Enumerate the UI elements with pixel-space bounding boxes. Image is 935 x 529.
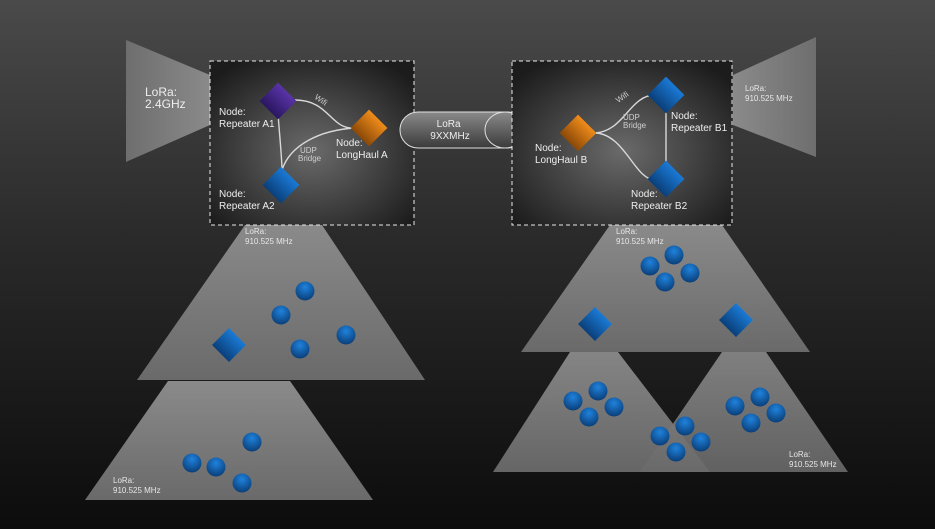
cluster-a-box xyxy=(209,60,415,226)
repeater-a1-node[interactable] xyxy=(259,82,297,120)
udp-bridge-label-a: UDP Bridge xyxy=(298,146,322,163)
repeater-b1-label: Node: Repeater B1 xyxy=(671,111,728,134)
repeater-b2-label: Node: Repeater B2 xyxy=(631,189,688,212)
longhaul-a-label: Node: LongHaul A xyxy=(336,138,388,161)
wifi-udp-link-b1 xyxy=(595,94,656,134)
client-node-icon xyxy=(579,407,599,427)
client-node-icon xyxy=(242,432,262,452)
client-node-icon xyxy=(650,426,670,446)
repeater-b1-node[interactable] xyxy=(647,76,685,114)
lora-backhaul-link: LoRa 9XXMHz xyxy=(399,111,527,149)
client-node-icon xyxy=(741,413,761,433)
cluster-b-box xyxy=(511,60,733,226)
client-node-icon xyxy=(588,381,608,401)
repeater-b2-node[interactable] xyxy=(647,160,685,198)
client-node-icon xyxy=(640,256,660,276)
coverage-label-a-top: LoRa: 910.525 MHz xyxy=(245,227,293,246)
client-node-icon xyxy=(604,397,624,417)
client-node-icon xyxy=(336,325,356,345)
repeater-node-icon xyxy=(719,303,753,337)
client-node-icon xyxy=(290,339,310,359)
client-node-icon xyxy=(750,387,770,407)
udp-bridge-link-a2 xyxy=(281,127,356,171)
coverage-area-a-bottom xyxy=(85,381,373,500)
client-node-icon xyxy=(680,263,700,283)
client-node-icon xyxy=(664,245,684,265)
client-node-icon xyxy=(675,416,695,436)
client-node-icon xyxy=(295,281,315,301)
wifi-link-a xyxy=(294,99,356,129)
coverage-area-a-top xyxy=(137,225,425,380)
longhaul-b-label: Node: LongHaul B xyxy=(535,143,588,166)
repeater-a2-node[interactable] xyxy=(262,166,300,204)
client-node-icon xyxy=(182,453,202,473)
backhaul-label: LoRa 9XXMHz xyxy=(430,119,469,142)
client-node-icon xyxy=(655,272,675,292)
repeater-a1-label: Node: Repeater A1 xyxy=(219,107,275,130)
client-node-icon xyxy=(563,391,583,411)
repeater-a2-label: Node: Repeater A2 xyxy=(219,189,275,212)
antenna-label-910mhz: LoRa: 910.525 MHz xyxy=(745,84,793,103)
udp-bridge-link-a xyxy=(277,113,283,171)
antenna-label-2-4ghz: LoRa: 2.4GHz xyxy=(145,85,186,111)
coverage-label-b-bottom: LoRa: 910.525 MHz xyxy=(789,450,837,469)
repeater-node-icon xyxy=(212,328,246,362)
coverage-label-a-bottom: LoRa: 910.525 MHz xyxy=(113,476,161,495)
client-node-icon xyxy=(232,473,252,493)
repeater-node-icon xyxy=(578,307,612,341)
longhaul-a-node[interactable] xyxy=(350,109,388,147)
antenna-beam-910mhz xyxy=(733,37,816,157)
client-node-icon xyxy=(666,442,686,462)
coverage-label-b-top: LoRa: 910.525 MHz xyxy=(616,227,664,246)
client-node-icon xyxy=(271,305,291,325)
longhaul-b-node[interactable] xyxy=(559,114,597,152)
client-node-icon xyxy=(725,396,745,416)
client-node-icon xyxy=(206,457,226,477)
antenna-beam-2-4ghz xyxy=(126,40,210,162)
client-node-icon xyxy=(766,403,786,423)
client-node-icon xyxy=(691,432,711,452)
udp-bridge-label-b: UDP Bridge xyxy=(623,113,647,130)
